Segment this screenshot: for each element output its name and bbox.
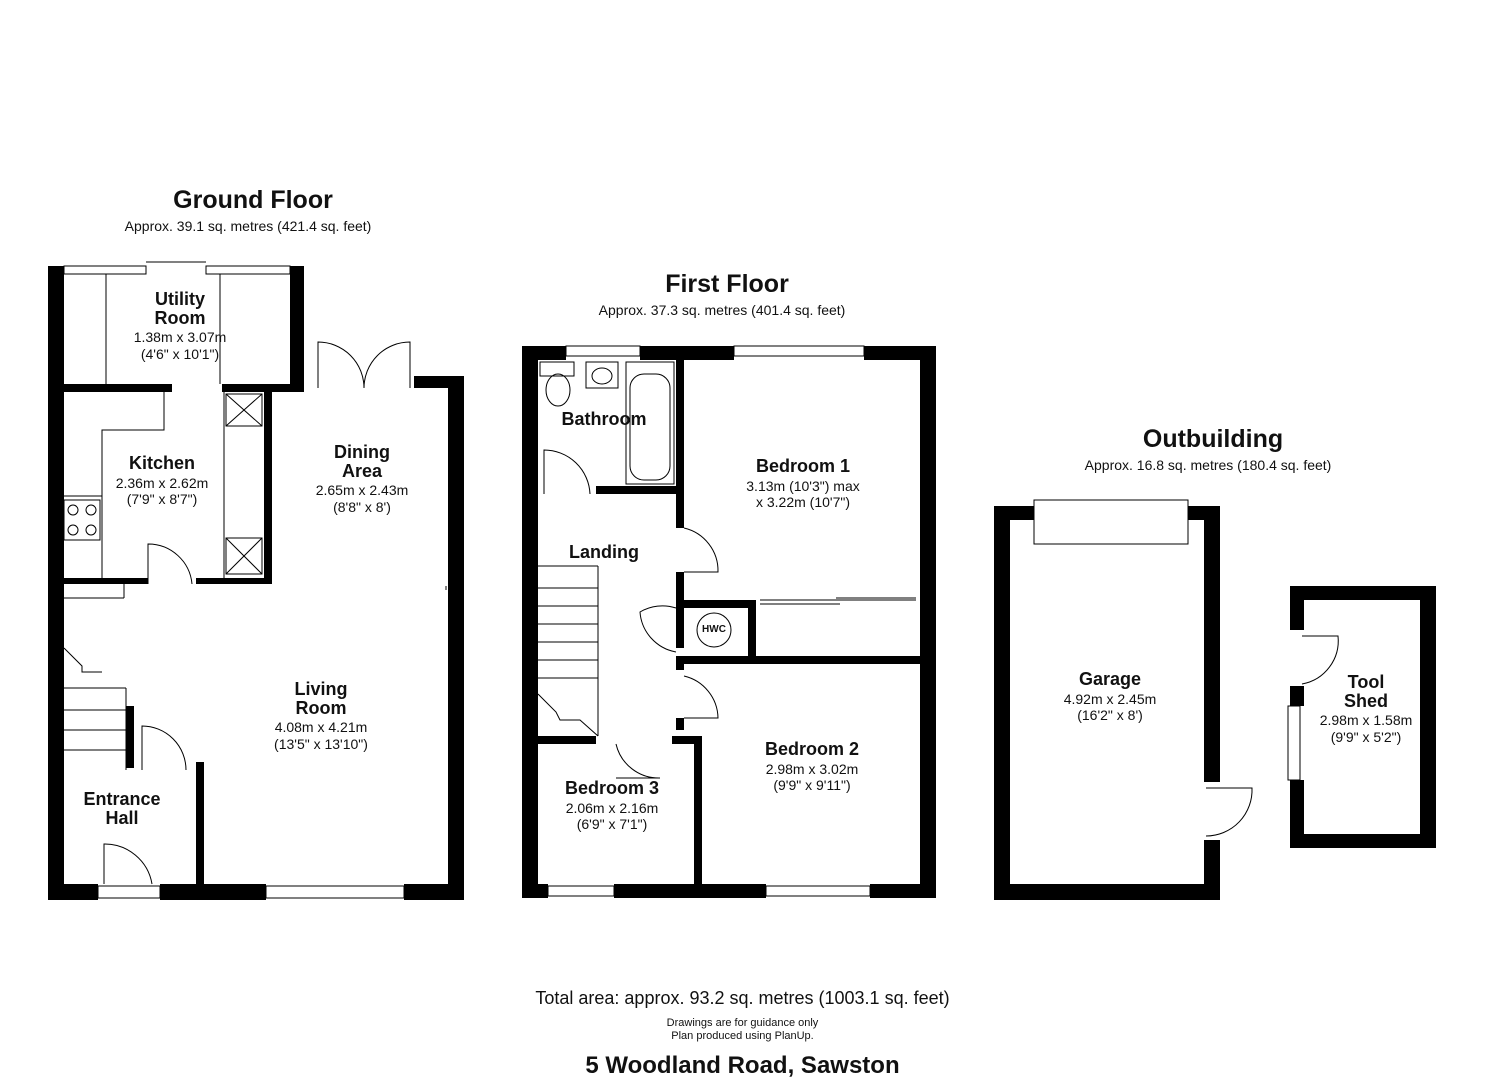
room-dimensions-imperial: (6'9" x 7'1"): [576, 816, 648, 833]
first-floor-plan: [522, 345, 936, 898]
room-dimensions-imperial: (8'8" x 8'): [333, 498, 391, 515]
room-label-bathroom: Bathroom: [562, 409, 647, 431]
room-dimensions-metric: 1.38m x 3.07m: [133, 329, 227, 346]
room-label-tool-shed: Tool Shed 2.98m x 1.58m (9'9" x 5'2"): [1320, 672, 1413, 746]
property-address: 5 Woodland Road, Sawston: [585, 1052, 900, 1079]
room-name: Hall: [105, 807, 139, 828]
room-dimensions-metric: 2.06m x 2.16m: [565, 799, 659, 816]
room-dimensions-imperial: x 3.22m (10'7"): [755, 494, 850, 511]
first-floor-area: Approx. 37.3 sq. metres (401.4 sq. feet): [598, 302, 846, 318]
outbuilding-title: Outbuilding: [1142, 425, 1284, 453]
room-label-living-room: Living Room 4.08m x 4.21m (13'5" x 13'10…: [274, 679, 368, 753]
outbuilding-area: Approx. 16.8 sq. metres (180.4 sq. feet): [1084, 457, 1332, 473]
room-name: Bedroom 1: [755, 456, 851, 476]
room-dimensions-metric: 2.98m x 3.02m: [765, 760, 859, 777]
total-area: Total area: approx. 93.2 sq. metres (100…: [535, 988, 950, 1008]
room-name: Living: [294, 679, 348, 699]
room-dimensions-metric: 3.13m (10'3") max: [746, 477, 860, 494]
room-dimensions-imperial: (9'9" x 9'11"): [773, 777, 851, 794]
room-name: Entrance: [83, 789, 161, 809]
ground-floor-area: Approx. 39.1 sq. metres (421.4 sq. feet): [124, 218, 372, 234]
room-name: Kitchen: [128, 453, 196, 473]
room-label-garage: Garage 4.92m x 2.45m (16'2" x 8'): [1064, 669, 1157, 724]
room-name: Garage: [1078, 669, 1142, 689]
hwc-label: HWC: [702, 624, 726, 635]
room-label-entrance-hall: Entrance Hall: [83, 789, 160, 829]
room-dimensions-imperial: (13'5" x 13'10"): [274, 735, 368, 752]
room-dimensions-imperial: (7'9" x 8'7"): [126, 491, 198, 508]
room-name: Bedroom 3: [564, 778, 660, 798]
room-dimensions-imperial: (4'6" x 10'1"): [140, 345, 220, 362]
disclaimer-planup: Plan produced using PlanUp.: [671, 1030, 814, 1042]
room-name: Tool: [1347, 672, 1385, 692]
room-name: Bathroom: [561, 409, 647, 429]
room-dimensions-metric: 2.36m x 2.62m: [115, 474, 209, 491]
room-label-kitchen: Kitchen 2.36m x 2.62m (7'9" x 8'7"): [116, 453, 209, 508]
room-name: Dining: [333, 442, 390, 462]
room-name: Bedroom 2: [764, 739, 860, 759]
room-label-bedroom-2: Bedroom 2 2.98m x 3.02m (9'9" x 9'11"): [765, 739, 859, 794]
room-dimensions-metric: 4.92m x 2.45m: [1063, 690, 1157, 707]
room-dimensions-imperial: (9'9" x 5'2"): [1330, 728, 1402, 745]
room-label-bedroom-3: Bedroom 3 2.06m x 2.16m (6'9" x 7'1"): [565, 778, 659, 833]
room-label-landing: Landing: [569, 542, 639, 564]
first-floor-title: First Floor: [665, 270, 789, 298]
ground-floor-title: Ground Floor: [173, 186, 333, 214]
room-dimensions-imperial: (16'2" x 8'): [1077, 707, 1143, 724]
room-label-utility: Utility Room 1.38m x 3.07m (4'6" x 10'1"…: [134, 289, 227, 363]
room-dimensions-metric: 2.65m x 2.43m: [315, 482, 409, 499]
room-label-dining-area: Dining Area 2.65m x 2.43m (8'8" x 8'): [316, 442, 409, 516]
room-name: Landing: [569, 542, 639, 562]
room-name: Area: [341, 460, 383, 481]
outbuilding-plan: [994, 499, 1436, 900]
room-name: Room: [154, 307, 206, 328]
room-label-hwc: HWC: [702, 624, 726, 636]
room-name: Utility: [154, 289, 206, 309]
room-dimensions-metric: 2.98m x 1.58m: [1319, 712, 1413, 729]
room-name: Room: [295, 697, 347, 718]
room-label-bedroom-1: Bedroom 1 3.13m (10'3") max x 3.22m (10'…: [746, 456, 859, 511]
room-name: Shed: [1343, 690, 1389, 711]
room-dimensions-metric: 4.08m x 4.21m: [274, 719, 368, 736]
ground-floor-plan: [48, 261, 464, 900]
disclaimer-guidance: Drawings are for guidance only: [666, 1017, 819, 1029]
